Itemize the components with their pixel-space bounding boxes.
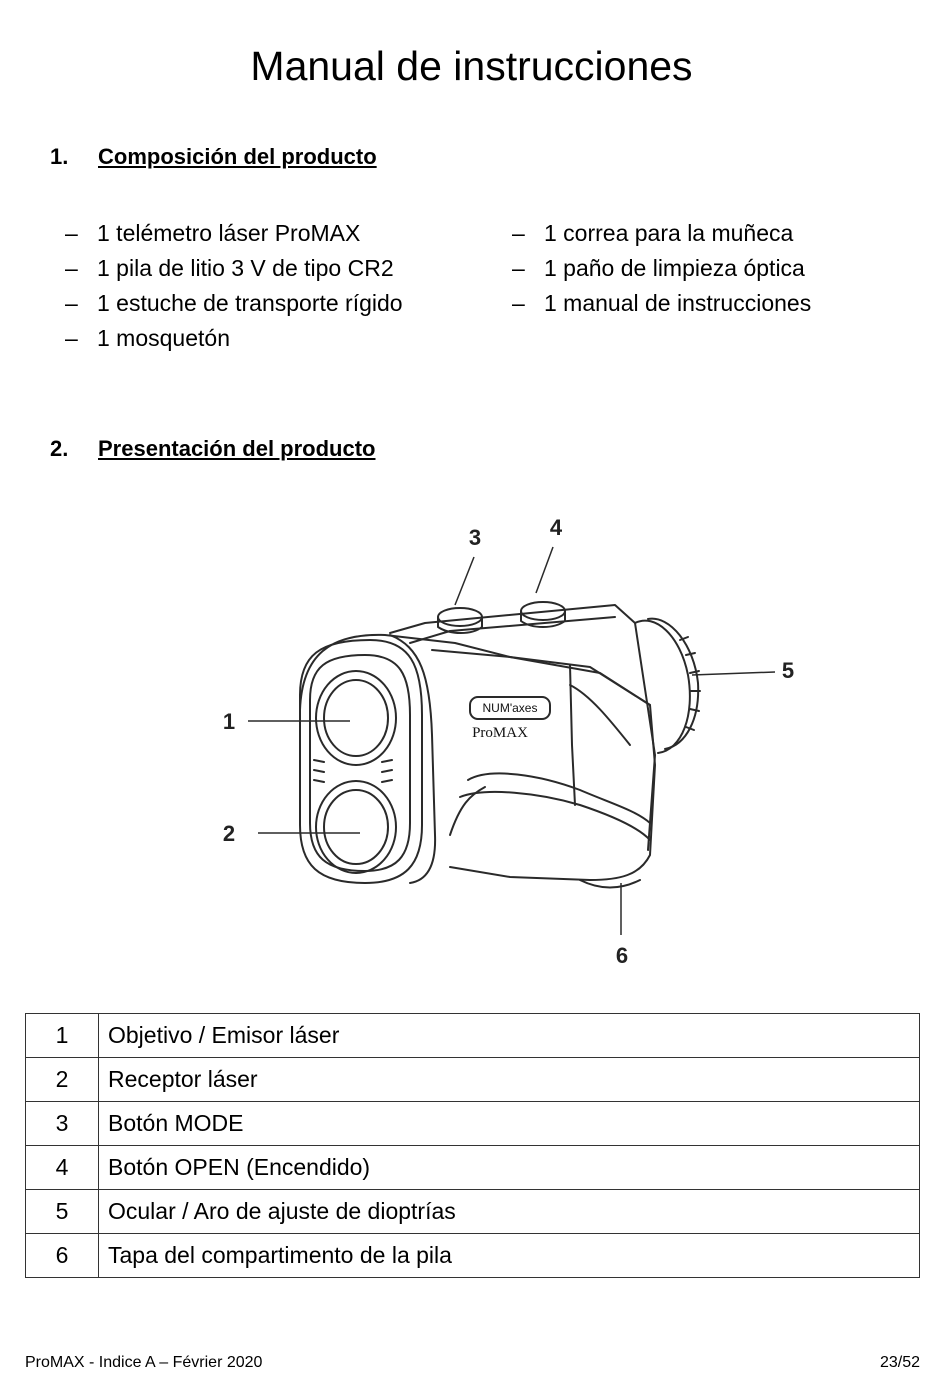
objective-lens-shape	[315, 670, 397, 766]
bullet-dash: –	[65, 255, 78, 281]
list-item: –1 telémetro láser ProMAX	[65, 218, 403, 253]
part-label: Tapa del compartimento de la pila	[98, 1233, 920, 1278]
part-label: Botón OPEN (Encendido)	[98, 1145, 920, 1190]
footer-page-number: 23/52	[879, 1354, 920, 1371]
brand-text: NUM'axes	[483, 701, 538, 715]
list-item-text: 1 paño de limpieza óptica	[544, 255, 805, 281]
front-face	[299, 639, 423, 884]
page-title: Manual de instrucciones	[250, 43, 693, 89]
rangefinder-illustration: NUM'axes ProMAX 1 2 3 4 5 6	[223, 515, 794, 968]
table-row: 5 Ocular / Aro de ajuste de dioptrías	[25, 1189, 920, 1234]
list-item: –1 paño de limpieza óptica	[512, 253, 811, 288]
section-title: Presentación del producto	[98, 436, 376, 461]
bullet-dash: –	[512, 255, 525, 281]
part-number: 6	[25, 1233, 99, 1278]
list-item: –1 pila de litio 3 V de tipo CR2	[65, 253, 403, 288]
part-label: Ocular / Aro de ajuste de dioptrías	[98, 1189, 920, 1234]
table-row: 1 Objetivo / Emisor láser	[25, 1013, 920, 1058]
callout-2: 2	[223, 821, 235, 846]
part-label: Receptor láser	[98, 1057, 920, 1102]
contents-list-left: –1 telémetro láser ProMAX –1 pila de lit…	[65, 218, 403, 358]
list-item-text: 1 estuche de transporte rígido	[97, 290, 403, 316]
rangefinder-diagram: NUM'axes ProMAX 1 2 3 4 5 6	[210, 505, 810, 975]
list-item-text: 1 manual de instrucciones	[544, 290, 812, 316]
bullet-dash: –	[512, 290, 525, 316]
list-item-text: 1 mosquetón	[97, 325, 230, 351]
model-text: ProMAX	[472, 725, 528, 741]
bullet-dash: –	[65, 220, 78, 246]
list-item: –1 mosquetón	[65, 323, 403, 358]
part-number: 3	[25, 1101, 99, 1146]
part-number: 2	[25, 1057, 99, 1102]
parts-legend-table: 1 Objetivo / Emisor láser 2 Receptor lás…	[25, 1013, 920, 1278]
mode-button-shape	[437, 607, 483, 627]
logo-badge	[469, 696, 551, 720]
section-number: 1.	[50, 144, 69, 169]
part-number: 4	[25, 1145, 99, 1190]
list-item-text: 1 telémetro láser ProMAX	[97, 220, 361, 246]
section-number: 2.	[50, 436, 69, 461]
callout-3: 3	[469, 525, 481, 550]
table-row: 4 Botón OPEN (Encendido)	[25, 1145, 920, 1190]
callout-5: 5	[782, 658, 794, 683]
bullet-dash: –	[65, 325, 78, 351]
table-row: 6 Tapa del compartimento de la pila	[25, 1233, 920, 1278]
list-item: –1 correa para la muñeca	[512, 218, 811, 253]
footer-document-ref: ProMAX - Indice A – Février 2020	[25, 1354, 263, 1371]
list-item-text: 1 pila de litio 3 V de tipo CR2	[97, 255, 394, 281]
table-row: 2 Receptor láser	[25, 1057, 920, 1102]
contents-list-right: –1 correa para la muñeca –1 paño de limp…	[512, 218, 811, 323]
callout-1: 1	[223, 709, 235, 734]
list-item: –1 estuche de transporte rígido	[65, 288, 403, 323]
section-title: Composición del producto	[98, 144, 377, 169]
callout-4: 4	[550, 515, 563, 540]
part-label: Botón MODE	[98, 1101, 920, 1146]
part-number: 5	[25, 1189, 99, 1234]
list-item: –1 manual de instrucciones	[512, 288, 811, 323]
part-label: Objetivo / Emisor láser	[98, 1013, 920, 1058]
callout-6: 6	[616, 943, 628, 968]
list-item-text: 1 correa para la muñeca	[544, 220, 794, 246]
receiver-lens-shape	[315, 780, 397, 874]
table-row: 3 Botón MODE	[25, 1101, 920, 1146]
bullet-dash: –	[65, 290, 78, 316]
eyepiece-ring	[634, 619, 691, 754]
bullet-dash: –	[512, 220, 525, 246]
part-number: 1	[25, 1013, 99, 1058]
